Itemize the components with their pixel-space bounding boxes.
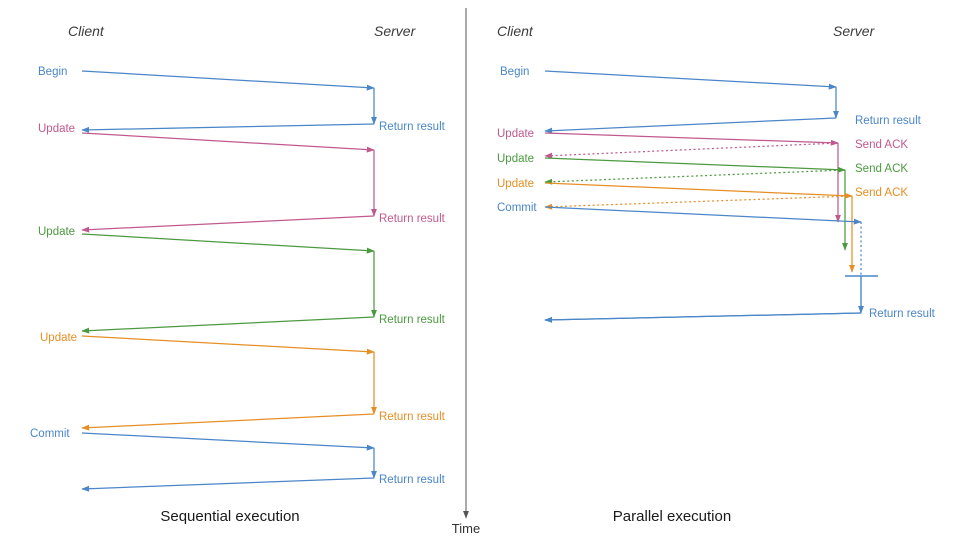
parallel-step-commit <box>544 206 862 323</box>
sequence-step-commit <box>81 432 377 492</box>
request-arrow-commit <box>544 206 862 225</box>
panel-sequential <box>81 70 377 492</box>
time-axis-label: Time <box>452 521 480 536</box>
message-label-begin-response: Return result <box>855 115 922 127</box>
message-label-update-2-response: Send ACK <box>855 163 908 175</box>
parallel-step-update-1 <box>544 132 841 223</box>
sequence-step-update-2 <box>81 233 377 334</box>
message-label-update-1-response: Return result <box>379 213 446 225</box>
request-arrow-update-1 <box>81 132 375 153</box>
lane-label-client-parallel: Client <box>497 23 534 39</box>
lane-label-client-sequential: Client <box>68 23 105 39</box>
response-arrow-begin <box>544 117 837 134</box>
response-arrow-update-2 <box>81 316 375 334</box>
request-arrow-begin <box>81 70 375 91</box>
response-arrow-update-2 <box>544 169 846 185</box>
request-arrow-update-2 <box>81 233 375 254</box>
message-label-update-1-response: Send ACK <box>855 139 908 151</box>
message-label-update-3-response: Send ACK <box>855 187 908 199</box>
panel-caption-sequential: Sequential execution <box>160 508 299 525</box>
message-label-begin-request: Begin <box>500 66 529 78</box>
response-arrow-begin <box>81 123 375 133</box>
panel-caption-parallel: Parallel execution <box>613 508 731 525</box>
response-arrow-commit <box>81 477 375 492</box>
message-label-update-2-response: Return result <box>379 314 446 326</box>
response-arrow-update-1 <box>81 215 375 233</box>
parallel-step-begin <box>544 70 839 134</box>
message-label-commit-response: Return result <box>379 474 446 486</box>
sequence-step-update-1 <box>81 132 377 233</box>
message-label-begin-request: Begin <box>38 66 67 78</box>
message-label-update-3-request: Update <box>40 332 77 344</box>
parallel-step-update-3 <box>544 182 855 273</box>
message-label-update-1-request: Update <box>497 128 534 140</box>
message-label-begin-response: Return result <box>379 121 446 133</box>
message-label-commit-response: Return result <box>869 308 936 320</box>
commit-barrier-group <box>544 275 878 323</box>
parallel-step-update-2 <box>544 157 848 251</box>
message-label-update-3-response: Return result <box>379 411 446 423</box>
lane-label-server-parallel: Server <box>833 23 876 39</box>
request-arrow-commit <box>81 432 375 451</box>
request-arrow-update-3 <box>81 335 375 355</box>
sequence-step-begin <box>81 70 377 133</box>
message-label-update-1-request: Update <box>38 123 75 135</box>
response-arrow-update-1 <box>544 142 839 159</box>
request-arrow-begin <box>544 70 837 90</box>
sequence-step-update-3 <box>81 335 377 431</box>
message-label-commit-request: Commit <box>30 428 70 440</box>
lane-label-server-sequential: Server <box>374 23 417 39</box>
message-label-update-2-request: Update <box>497 153 534 165</box>
response-arrow-update-3 <box>544 195 853 210</box>
message-label-update-3-request: Update <box>497 178 534 190</box>
commit-final-response <box>544 312 862 323</box>
request-arrow-update-3 <box>544 182 853 199</box>
request-arrow-update-1 <box>544 132 839 146</box>
message-label-commit-request: Commit <box>497 202 537 214</box>
request-arrow-update-2 <box>544 157 846 173</box>
message-label-update-2-request: Update <box>38 226 75 238</box>
response-arrow-update-3 <box>81 413 375 431</box>
panel-parallel <box>544 70 878 323</box>
